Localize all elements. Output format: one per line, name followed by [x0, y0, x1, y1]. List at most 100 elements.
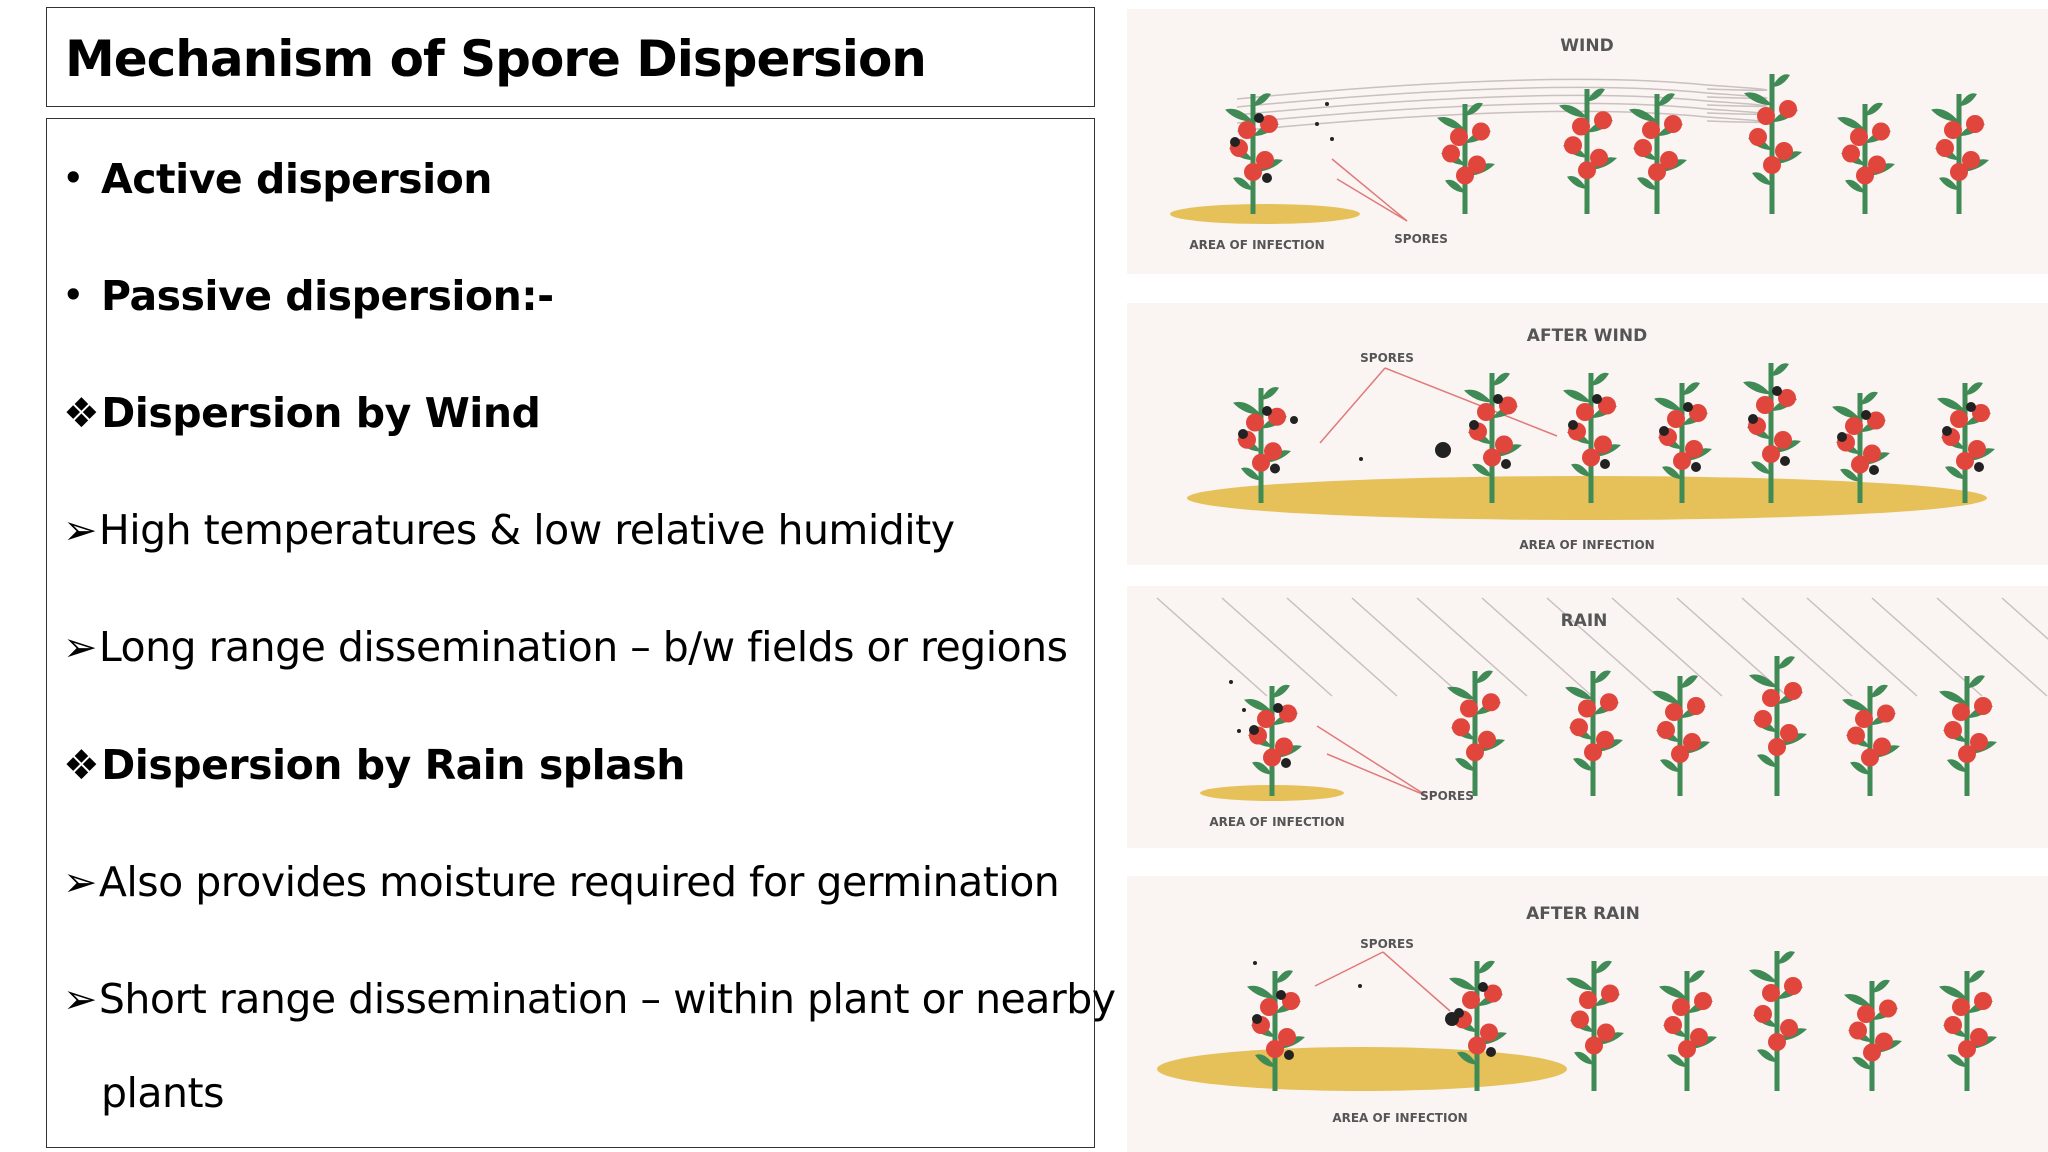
list-item: ➢Long range dissemination – b/w fields o… — [63, 623, 1068, 671]
tomato-fruit — [1784, 682, 1802, 700]
tomato-fruit — [1264, 442, 1282, 461]
infected-spot — [1600, 459, 1610, 469]
tomato-fruit — [1762, 689, 1780, 707]
leaf — [1566, 977, 1594, 991]
tomato-fruit — [1968, 440, 1986, 458]
leaf — [1253, 93, 1271, 106]
tomato-fruit — [1634, 139, 1652, 157]
leaf — [1967, 675, 1985, 688]
tomato-fruit — [1857, 1005, 1875, 1023]
tomato-fruit — [1260, 998, 1278, 1016]
leaf — [1225, 108, 1253, 122]
infected-spot — [1281, 758, 1291, 768]
leaf — [1573, 757, 1593, 771]
tomato-fruit — [1970, 1028, 1988, 1046]
tomato-fruit — [1468, 155, 1486, 174]
panel-heading: RAIN — [1561, 611, 1608, 631]
tomato-plant — [1437, 102, 1495, 214]
infected-spot — [1966, 402, 1976, 412]
leaf — [1272, 684, 1290, 698]
rain-line — [1286, 597, 1398, 697]
infected-spot — [1262, 173, 1272, 183]
spore — [1325, 102, 1329, 106]
list-item: •Passive dispersion:- — [63, 272, 554, 320]
tomato-fruit — [1950, 163, 1968, 181]
panel-heading: AFTER WIND — [1527, 326, 1647, 346]
infected-spot — [1691, 462, 1701, 472]
leaf — [1244, 699, 1272, 712]
tomato-fruit — [1974, 992, 1992, 1010]
tomato-plants — [1170, 74, 1989, 224]
leaf — [1852, 1056, 1872, 1070]
leaf — [1947, 1054, 1967, 1067]
tomato-fruit — [1460, 699, 1478, 718]
leaf — [1772, 74, 1790, 87]
leaf — [1757, 1049, 1777, 1062]
arrow-bullet-icon: ➢ — [63, 975, 97, 1023]
arrow-bullet-icon: ➢ — [63, 506, 97, 554]
leaf — [1682, 382, 1700, 395]
tomato-fruit — [1749, 128, 1767, 146]
tomato-fruit — [1648, 163, 1666, 181]
leaf — [1587, 88, 1605, 102]
tomato-fruit — [1944, 1016, 1962, 1034]
leaf — [1637, 177, 1657, 190]
tomato-fruit — [1863, 444, 1881, 463]
list-item: ❖Dispersion by Rain splash — [63, 741, 685, 789]
slide-title-box: Mechanism of Spore Dispersion — [46, 7, 1095, 107]
tomato-fruit — [1685, 440, 1703, 458]
slide-title: Mechanism of Spore Dispersion — [65, 30, 927, 88]
wind-line — [1236, 86, 1768, 108]
spore — [1229, 680, 1233, 684]
tomato-fruit — [1966, 115, 1984, 133]
tomato-fruit — [1972, 404, 1990, 422]
after-wind-illustration: AFTER WIND SPORES AREA OF INFECTION — [1127, 303, 2048, 565]
tomato-fruit — [1594, 111, 1612, 130]
tomato-plant — [1939, 675, 1997, 796]
rain-line — [1806, 597, 1918, 697]
slide-content-box: •Active dispersion •Passive dispersion:-… — [46, 118, 1116, 1148]
tomato-plants — [1157, 951, 1997, 1091]
tomato-fruit — [1845, 417, 1863, 435]
leaf — [1654, 397, 1682, 411]
tomato-fruit — [1572, 117, 1590, 136]
infected-spot — [1284, 1050, 1294, 1060]
tomato-plant — [1749, 951, 1807, 1091]
leaf — [1844, 994, 1872, 1007]
leaf — [1939, 177, 1959, 190]
infected-spot — [1568, 420, 1578, 430]
leaf — [1832, 406, 1860, 419]
tomato-fruit — [1952, 998, 1970, 1016]
diamond-bullet-icon: ❖ — [63, 741, 100, 789]
tomato-fruit — [1850, 128, 1868, 146]
tomato-fruit — [1974, 697, 1992, 715]
leaf — [1563, 389, 1591, 403]
tomato-fruit — [1667, 410, 1685, 428]
leaf — [1659, 985, 1687, 999]
leaf — [1947, 759, 1967, 772]
leaf — [1437, 117, 1465, 130]
leaf — [1850, 761, 1870, 775]
tomato-fruit — [1664, 115, 1682, 133]
tomato-fruit — [1872, 122, 1890, 141]
tomato-fruit — [1582, 448, 1600, 467]
leaf — [1845, 179, 1865, 193]
tomato-plant — [1565, 670, 1623, 796]
tomato-fruit — [1576, 403, 1594, 421]
rain-line — [1611, 597, 1723, 697]
leaf — [1757, 754, 1777, 767]
panel-label: SPORES — [1360, 937, 1414, 951]
tomato-fruit — [1678, 1040, 1696, 1058]
panel-label: SPORES — [1420, 789, 1474, 803]
leaf — [1465, 102, 1483, 116]
infected-spot — [1780, 456, 1790, 466]
tomato-fruit — [1687, 697, 1705, 715]
arrow-bullet-icon: ➢ — [63, 623, 97, 671]
tomato-fruit — [1962, 151, 1980, 169]
tomato-fruit — [1452, 718, 1470, 737]
tomato-plant — [1652, 675, 1710, 796]
infected-spot — [1270, 463, 1280, 474]
tomato-plant — [1832, 391, 1890, 503]
tomato-fruit — [1779, 100, 1797, 118]
leaf — [1472, 463, 1492, 477]
